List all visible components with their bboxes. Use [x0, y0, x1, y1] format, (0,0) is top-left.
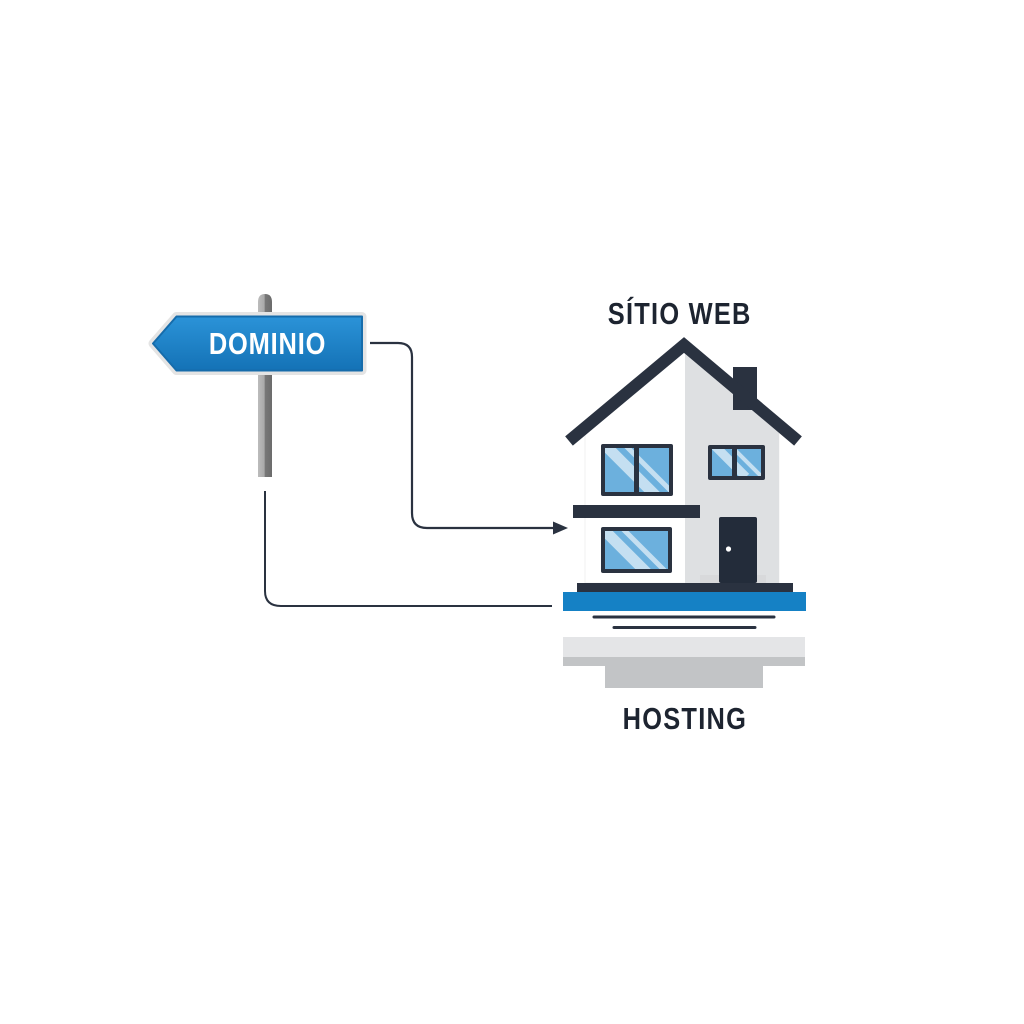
roof-icon [565, 337, 802, 446]
floor-divider [573, 505, 700, 518]
door-icon [700, 517, 766, 584]
connector-sign-to-house [370, 341, 568, 535]
door-knob [725, 546, 732, 552]
connector-pole-to-hosting [264, 491, 552, 607]
arrowhead-icon [553, 521, 568, 535]
window-glare [712, 449, 761, 476]
sign-plate [152, 315, 363, 372]
hosting-platform-icon [563, 637, 805, 688]
window-upper-right-icon [708, 445, 765, 480]
window-lower-icon [601, 527, 672, 573]
pedestal-mid-strip [563, 657, 805, 666]
house-icon [563, 337, 806, 629]
pedestal-top-slab [563, 637, 805, 657]
window-glare [605, 448, 669, 492]
pedestal-base-block [605, 666, 763, 688]
signpost-icon [148, 294, 367, 477]
window-upper-left-icon [601, 444, 673, 496]
foundation-dark-strip [577, 583, 793, 592]
foundation-blue-strip [563, 592, 806, 611]
window-glare [605, 531, 667, 569]
